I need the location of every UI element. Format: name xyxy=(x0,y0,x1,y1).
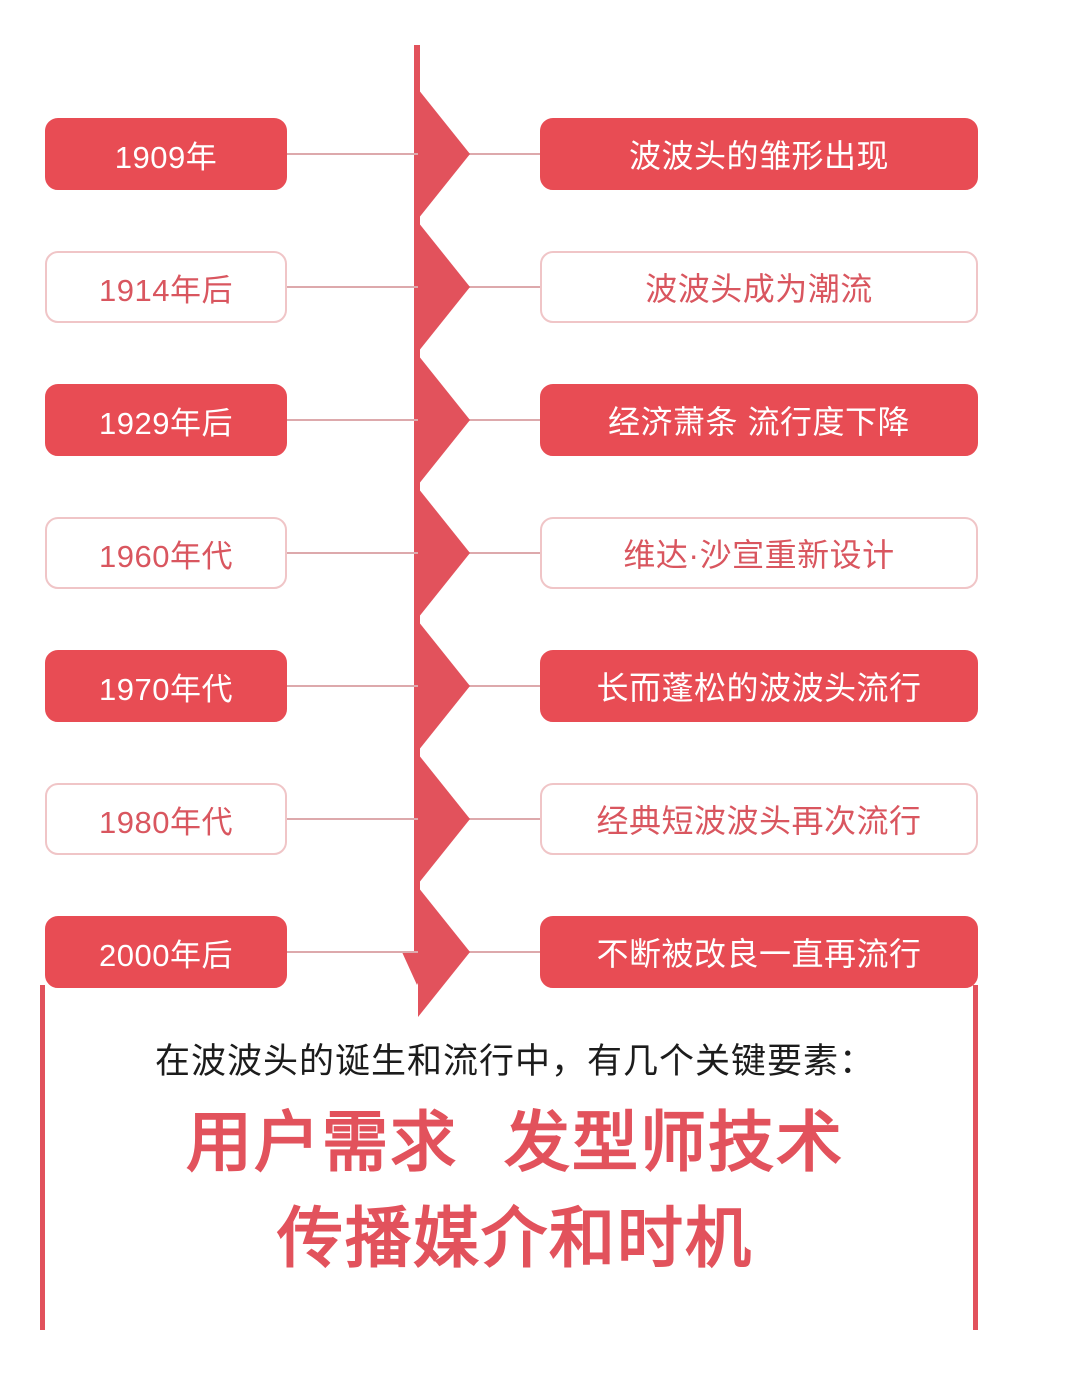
connector-line-right xyxy=(468,685,542,687)
timeline-row: 1960年代 维达·沙宣重新设计 xyxy=(0,488,1080,618)
timeline-row: 1970年代 长而蓬松的波波头流行 xyxy=(0,621,1080,751)
connector-line-left xyxy=(287,951,418,953)
event-label-box[interactable]: 经典短波波头再次流行 xyxy=(540,783,978,855)
connector-line-left xyxy=(287,552,418,554)
connector-line-right xyxy=(468,419,542,421)
connector-line-left xyxy=(287,818,418,820)
timeline-marker-triangle-icon xyxy=(418,754,470,884)
year-label-box[interactable]: 1914年后 xyxy=(45,251,287,323)
timeline-marker-triangle-icon xyxy=(418,621,470,751)
connector-line-right xyxy=(468,286,542,288)
timeline-marker-triangle-icon xyxy=(418,355,470,485)
timeline-row: 1980年代 经典短波波头再次流行 xyxy=(0,754,1080,884)
summary-lead-text: 在波波头的诞生和流行中，有几个关键要素： xyxy=(154,1042,875,1081)
event-label-box[interactable]: 波波头的雏形出现 xyxy=(540,118,978,190)
summary-bracket-right xyxy=(973,985,978,1330)
connector-line-right xyxy=(468,552,542,554)
event-label-box[interactable]: 波波头成为潮流 xyxy=(540,251,978,323)
summary-factors-line-2: 传播媒介和时机 xyxy=(60,1200,970,1276)
factor-media-and-timing: 传播媒介和时机 xyxy=(277,1200,753,1275)
summary-section: 在波波头的诞生和流行中，有几个关键要素： 用户需求发型师技术 传播媒介和时机 xyxy=(0,983,1080,1333)
timeline-marker-triangle-icon xyxy=(418,89,470,219)
timeline-marker-triangle-icon xyxy=(418,488,470,618)
timeline-marker-triangle-icon xyxy=(418,222,470,352)
timeline-marker-triangle-icon xyxy=(418,887,470,1017)
connector-line-left xyxy=(287,286,418,288)
timeline-row: 1914年后 波波头成为潮流 xyxy=(0,222,1080,352)
connector-line-left xyxy=(287,419,418,421)
timeline-row: 1909年 波波头的雏形出现 xyxy=(0,89,1080,219)
connector-line-left xyxy=(287,153,418,155)
factor-stylist-skill: 发型师技术 xyxy=(504,1105,844,1179)
timeline-section: 1909年 波波头的雏形出现 1914年后 波波头成为潮流 1929年后 经济萧条 流行度… xyxy=(0,45,1080,1017)
factor-user-demand: 用户需求 xyxy=(186,1105,458,1179)
summary-bracket-left xyxy=(40,985,45,1330)
year-label-box[interactable]: 1970年代 xyxy=(45,650,287,722)
year-label-box[interactable]: 1909年 xyxy=(45,118,287,190)
year-label-box[interactable]: 2000年后 xyxy=(45,916,287,988)
event-label-box[interactable]: 不断被改良一直再流行 xyxy=(540,916,978,988)
year-label-box[interactable]: 1960年代 xyxy=(45,517,287,589)
year-label-box[interactable]: 1980年代 xyxy=(45,783,287,855)
connector-line-right xyxy=(468,951,542,953)
timeline-axis-line xyxy=(414,45,420,960)
year-label-box[interactable]: 1929年后 xyxy=(45,384,287,456)
timeline-row: 1929年后 经济萧条 流行度下降 xyxy=(0,355,1080,485)
event-label-box[interactable]: 经济萧条 流行度下降 xyxy=(540,384,978,456)
event-label-box[interactable]: 长而蓬松的波波头流行 xyxy=(540,650,978,722)
connector-line-right xyxy=(468,818,542,820)
connector-line-left xyxy=(287,685,418,687)
connector-line-right xyxy=(468,153,542,155)
timeline-row: 2000年后 不断被改良一直再流行 xyxy=(0,887,1080,1017)
summary-factors-line-1: 用户需求发型师技术 xyxy=(60,1105,970,1180)
event-label-box[interactable]: 维达·沙宣重新设计 xyxy=(540,517,978,589)
